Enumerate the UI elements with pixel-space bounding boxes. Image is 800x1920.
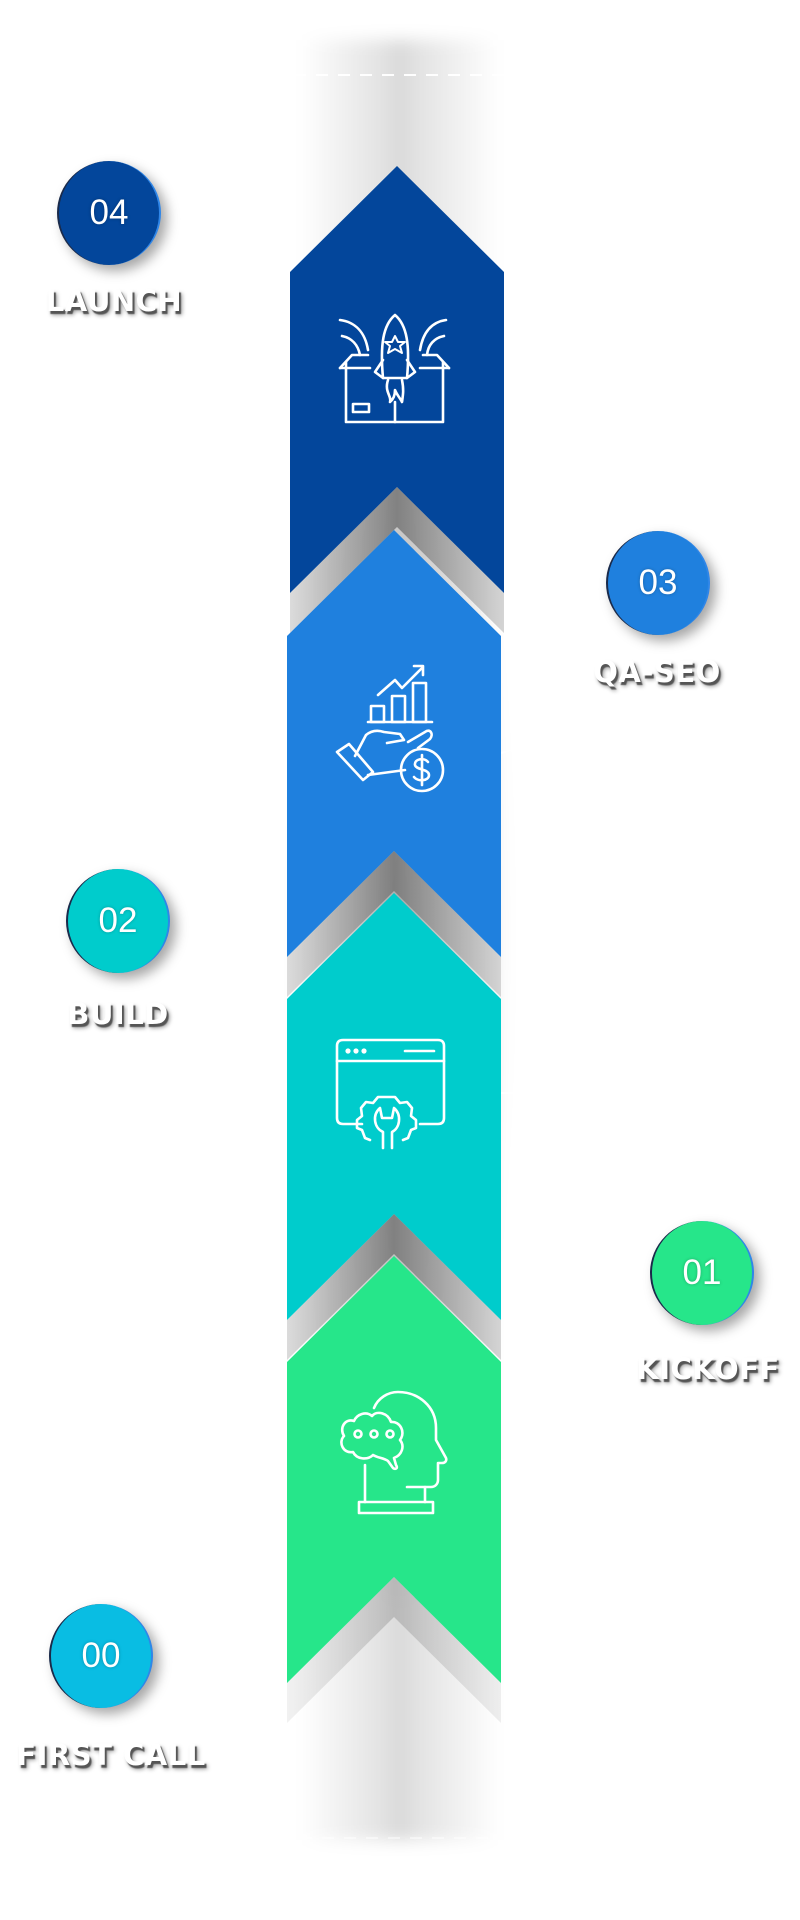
dashed-line	[199, 756, 288, 796]
step-label-build: BUILD	[67, 997, 169, 1031]
dashed-line	[214, 1064, 288, 1091]
step-label-kickoff: KICKOFF	[636, 1352, 780, 1386]
step-number: 02	[98, 901, 138, 940]
step-number: 04	[89, 193, 129, 232]
step-circle-04: 04	[57, 161, 161, 265]
browser-gear-wrench-icon	[335, 1038, 446, 1150]
step-number: 01	[682, 1253, 722, 1292]
chevron-notch-shadow	[287, 851, 501, 997]
chevron-notch-shadow	[287, 1214, 501, 1360]
step-circle-00: 00	[49, 1604, 153, 1708]
dashed-line	[500, 1447, 561, 1461]
rocket-box-icon	[338, 313, 451, 424]
step-label-first-call: FIRST CALL	[16, 1738, 206, 1772]
dashed-line	[209, 389, 291, 413]
step-circle-01: 01	[650, 1221, 754, 1325]
chevron-notch-shadow	[290, 487, 504, 633]
step-circle-02: 02	[66, 869, 170, 973]
chevrons	[287, 166, 504, 1683]
dashed-guides	[199, 74, 601, 1839]
chevron-step-04	[290, 166, 504, 593]
chevron-notch-shadows	[287, 487, 504, 1723]
dashed-line	[500, 714, 601, 754]
chevron-notch-shadow	[287, 1577, 501, 1723]
dashed-line	[503, 417, 576, 439]
dashed-line	[229, 1459, 288, 1476]
head-speech-bubble-icon	[340, 1390, 448, 1515]
step-number: 03	[638, 563, 678, 602]
dashed-line	[500, 1092, 586, 1098]
chevron-step-03	[287, 530, 501, 957]
step-label-qa-seo: QA-SEO	[593, 655, 721, 689]
growth-money-hand-icon	[335, 664, 445, 793]
step-circle-03: 03	[606, 531, 710, 635]
step-number: 00	[81, 1636, 121, 1675]
step-label-launch: LAUNCH	[45, 284, 183, 318]
chevron-step-02	[287, 893, 501, 1320]
